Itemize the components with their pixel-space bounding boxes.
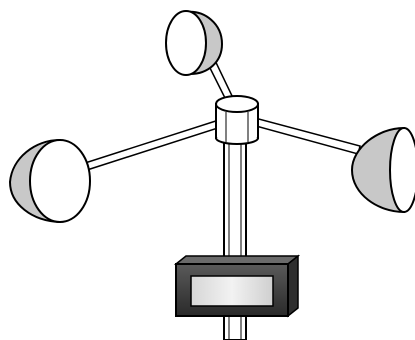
cup-top <box>165 10 224 76</box>
cup-right <box>350 126 415 214</box>
display-unit <box>173 254 301 318</box>
display-screen <box>190 275 274 307</box>
cup-left <box>8 138 91 224</box>
arm-left <box>84 118 225 171</box>
arm-right <box>254 116 361 155</box>
hub <box>215 95 259 145</box>
